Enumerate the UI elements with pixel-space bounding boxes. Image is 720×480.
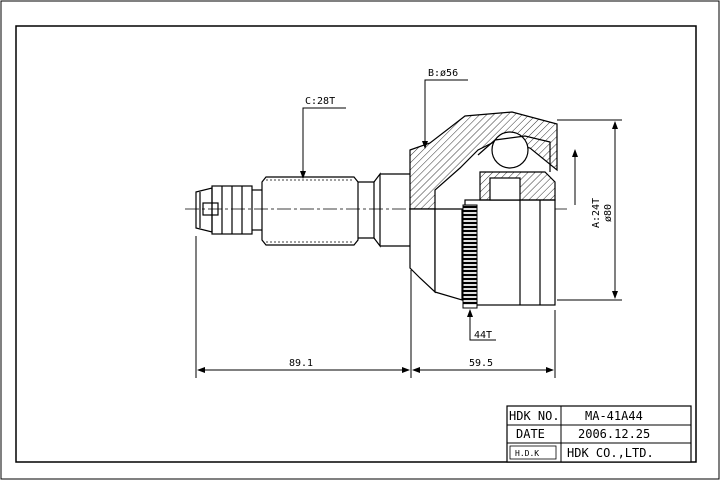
abs-tone-ring: [462, 204, 478, 309]
title-key-logo: H.D.K: [515, 449, 539, 458]
abs-ring-label: 44T: [474, 330, 492, 341]
title-value-company: HDK CO.,LTD.: [567, 446, 654, 460]
c-spline-label: C:28T: [305, 96, 335, 107]
title-block: HDK NO. MA-41A44 DATE 2006.12.25 H.D.K H…: [506, 405, 692, 463]
a-spline-label: A:24T: [591, 198, 602, 228]
title-value-date: 2006.12.25: [578, 427, 650, 441]
leaders: [195, 79, 622, 378]
title-value-part-number: MA-41A44: [585, 409, 643, 423]
outer-race: [409, 111, 558, 306]
outer-diameter-label: ø80: [603, 204, 614, 222]
drawing-frame: [15, 25, 697, 463]
shaft-length-dim: 89.1: [289, 358, 313, 369]
title-key-hdk-no: HDK NO.: [509, 409, 560, 423]
shaft-part: [195, 172, 410, 248]
b-diameter-label: B:ø56: [428, 68, 458, 79]
title-key-date: DATE: [516, 427, 545, 441]
joint-length-dim: 59.5: [469, 358, 493, 369]
hdk-logo-box: [509, 445, 557, 460]
